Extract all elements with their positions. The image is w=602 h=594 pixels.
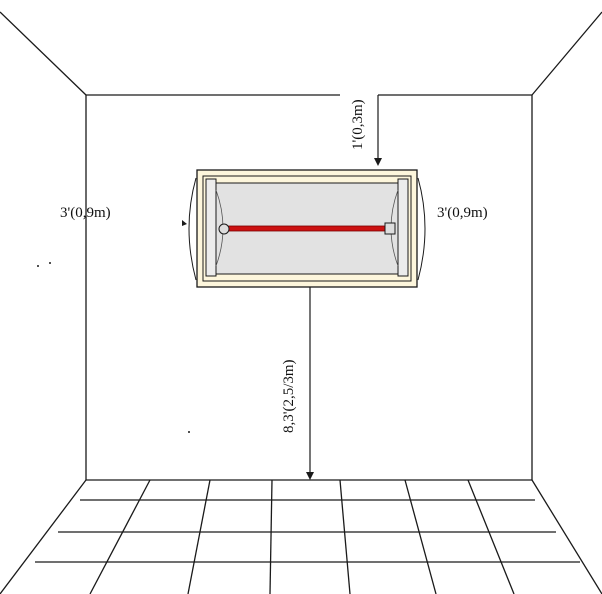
right-clearance-label: 3'(0,9m) <box>437 205 488 221</box>
mount-height-label: 8,3'(2,5/3m) <box>281 359 297 433</box>
left-end-cap <box>205 178 217 277</box>
infrared-heater <box>182 169 426 288</box>
speck-mark <box>188 431 190 433</box>
ceiling-edge-left <box>0 11 87 96</box>
right-element-terminal <box>384 222 396 235</box>
ceiling-edge-right <box>531 11 602 96</box>
room-walls <box>0 11 602 481</box>
left-element-terminal <box>218 223 230 235</box>
heating-element-bar <box>225 225 389 232</box>
right-end-cap <box>397 178 409 277</box>
left-arrow-tip <box>182 220 187 226</box>
floor-tiles <box>0 479 602 594</box>
ceiling-dimension-arrow <box>374 158 382 166</box>
left-reflector-curve <box>188 177 197 281</box>
ceiling-clearance-label: 1'(0,3m) <box>350 99 366 150</box>
height-dimension-arrow <box>306 472 314 480</box>
speck-mark <box>49 262 51 264</box>
dimension-lines <box>309 95 379 474</box>
right-reflector-curve <box>417 177 426 281</box>
speck-mark <box>37 265 39 267</box>
left-clearance-label: 3'(0,9m) <box>60 205 111 221</box>
